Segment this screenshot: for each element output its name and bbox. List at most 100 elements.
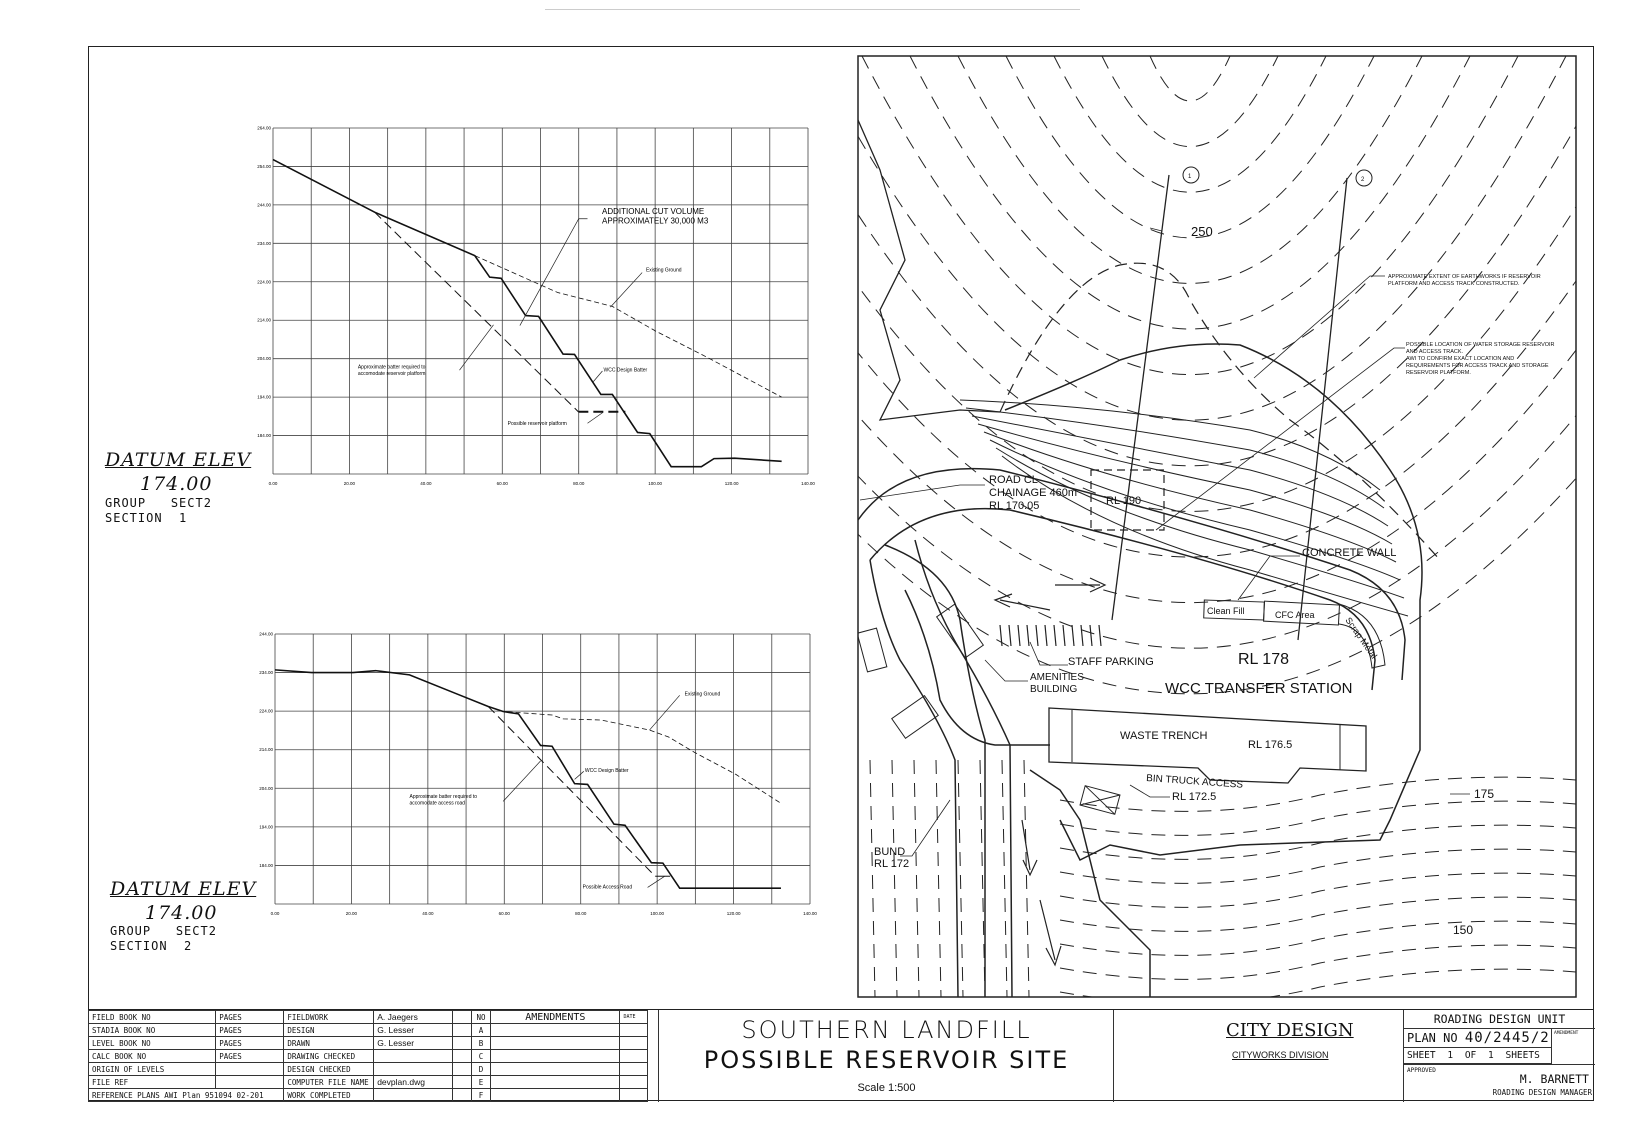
x-tick-label: 40.00 xyxy=(420,481,432,486)
cut-contour xyxy=(959,399,1381,491)
scan-edge-line xyxy=(545,9,1080,10)
amend-desc xyxy=(490,1088,621,1102)
contour-line xyxy=(1101,56,1279,147)
contour-line xyxy=(979,759,986,997)
contour-line xyxy=(1059,968,1576,997)
y-tick-label: 254.00 xyxy=(257,164,271,169)
plan-info-panel: ROADING DESIGN UNIT PLAN NO 40/2445/2 AM… xyxy=(1403,1010,1595,1102)
signoff-name: G. Lesser xyxy=(373,1023,453,1037)
record-label: FIELD BOOK NO xyxy=(87,1010,217,1024)
signoff-initials xyxy=(451,1049,472,1063)
rl-172-5-label: RL 172.5 xyxy=(1172,791,1216,803)
series-line-wcc-design-batter xyxy=(272,158,782,468)
y-tick-label: 184.00 xyxy=(257,433,271,438)
contour-line xyxy=(1149,56,1231,102)
platform-boundary xyxy=(1004,343,1423,862)
drawing-title-line-2: POSSIBLE RESERVOIR SITE xyxy=(703,1046,1070,1074)
signoff-label: DRAWING CHECKED xyxy=(283,1049,375,1063)
outbuilding xyxy=(891,695,939,739)
chart-annotation: Possible Access Road xyxy=(583,885,633,891)
x-tick-label: 0.00 xyxy=(269,481,278,486)
chart-annotation: Existing Ground xyxy=(646,267,682,273)
contour-label-250: 250 xyxy=(1191,224,1213,239)
y-tick-label: 224.00 xyxy=(259,709,273,714)
record-pages xyxy=(215,1062,285,1076)
cut-contour xyxy=(971,415,1389,527)
crossed-box xyxy=(1079,785,1121,815)
waste-trench-outline xyxy=(1048,707,1367,784)
datum-label-1: DATUM ELEV xyxy=(105,449,252,471)
signoff-initials xyxy=(451,1088,472,1102)
signoff-label: WORK COMPLETED xyxy=(283,1088,375,1102)
x-tick-label: 140.00 xyxy=(801,481,815,486)
contour-line xyxy=(1059,872,1576,908)
amend-date xyxy=(619,1036,648,1050)
plan-no-label: PLAN NO xyxy=(1407,1031,1458,1045)
note-location-3: AWI TO CONFIRM EXACT LOCATION AND xyxy=(1406,356,1514,362)
road-cl-label: ROAD CL xyxy=(989,474,1038,486)
record-pages: PAGES xyxy=(215,1010,285,1024)
parking-stall-line xyxy=(1071,624,1075,647)
contour-line xyxy=(858,56,1567,421)
contour-line xyxy=(891,759,898,997)
leader-lines xyxy=(859,227,1470,857)
chart-annotation: accomodate access road xyxy=(410,800,466,806)
reservoir-platform-outline xyxy=(1090,469,1165,531)
section-number: 1 xyxy=(179,511,188,525)
signoff-label: FIELDWORK xyxy=(283,1010,375,1024)
section-number: 2 xyxy=(184,939,193,953)
bin-truck-access-label: BIN TRUCK ACCESS xyxy=(1146,773,1244,791)
x-tick-label: 0.00 xyxy=(271,911,280,916)
scrap-metal-bay xyxy=(1338,603,1386,669)
note-earthworks-extent-1: APPROXIMATE EXTENT OF EARTHWORKS IF RESE… xyxy=(1388,274,1541,280)
amend-date xyxy=(619,1062,648,1076)
section-marker-2-icon xyxy=(1355,169,1373,187)
x-tick-label: 100.00 xyxy=(648,481,662,486)
contour-line xyxy=(858,279,1576,558)
parking-stall-line xyxy=(1053,624,1057,647)
y-tick-label: 234.00 xyxy=(259,670,273,675)
y-tick-label: 234.00 xyxy=(257,241,271,246)
signoff-name xyxy=(373,1062,453,1076)
org-name: CITY DESIGN xyxy=(1226,1020,1354,1041)
map-frame xyxy=(857,55,1577,998)
clean-fill-label: Clean Fill xyxy=(1207,606,1245,616)
chainage-label: CHAINAGE 460m xyxy=(989,487,1077,499)
x-tick-label: 20.00 xyxy=(344,481,356,486)
waste-trench-label: WASTE TRENCH xyxy=(1120,730,1207,742)
organisation-panel: CITY DESIGN CITYWORKS DIVISION xyxy=(1113,1010,1404,1102)
cut-contour xyxy=(1001,455,1409,617)
cfc-area-bay xyxy=(1263,600,1340,626)
bund-label: BUND xyxy=(874,846,905,858)
record-pages xyxy=(215,1075,285,1089)
section-line-2 xyxy=(1297,177,1348,641)
plan-no-value: 40/2445/2 xyxy=(1464,1030,1550,1046)
amend-desc xyxy=(490,1023,621,1037)
series-line-approximate-batter-required-to-accomodate-access-road xyxy=(487,706,656,877)
division-name: CITYWORKS DIVISION xyxy=(1232,1050,1329,1060)
record-label: CALC BOOK NO xyxy=(87,1049,217,1063)
parking-stall-line xyxy=(1026,624,1030,647)
group-label: GROUP xyxy=(105,496,147,510)
annotation-leader xyxy=(574,771,585,780)
amend-no: A xyxy=(470,1023,492,1037)
note-location-4: REQUIREMENTS FOR ACCESS TRACK AND STORAG… xyxy=(1406,363,1549,369)
signoff-initials xyxy=(451,1010,472,1024)
transfer-station-label: WCC TRANSFER STATION xyxy=(1165,680,1353,697)
chart-annotation: ADDITIONAL CUT VOLUME xyxy=(602,207,704,216)
x-tick-label: 100.00 xyxy=(650,911,664,916)
signoff-name: A. Jaegers xyxy=(373,1010,453,1024)
parking-stall-line xyxy=(999,624,1003,647)
note-earthworks-extent-2: PLATFORM AND ACCESS TRACK CONSTRUCTED. xyxy=(1388,281,1520,287)
rl-190-label: RL 190 xyxy=(1106,495,1141,507)
contour-line xyxy=(1059,824,1576,860)
title-panel: SOUTHERN LANDFILL POSSIBLE RESERVOIR SIT… xyxy=(658,1010,1114,1102)
y-tick-label: 224.00 xyxy=(257,279,271,284)
parking-stall-line xyxy=(1098,624,1102,647)
